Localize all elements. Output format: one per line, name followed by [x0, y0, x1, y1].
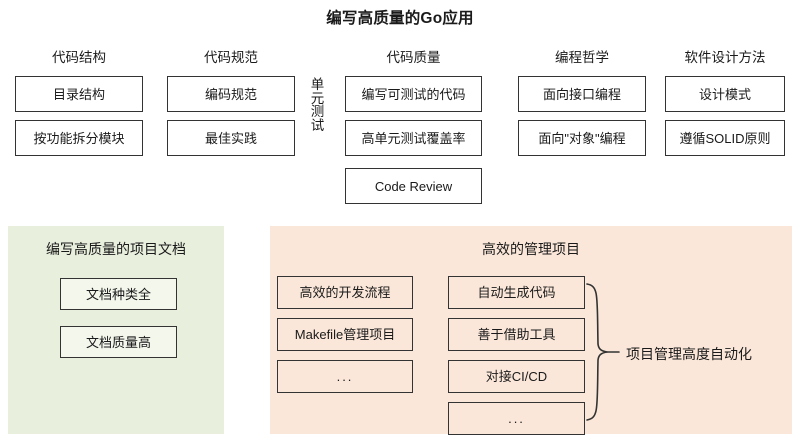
node-object-oriented-programming[interactable]: 面向"对象"编程 [518, 120, 646, 156]
side-label-unit-testing: 单元测试 [310, 77, 325, 133]
brace-label-high-automation: 项目管理高度自动化 [626, 346, 752, 362]
node-more-dev-process[interactable]: ... [277, 360, 413, 393]
node-code-review[interactable]: Code Review [345, 168, 482, 204]
node-coding-conventions[interactable]: 编码规范 [167, 76, 295, 112]
node-doc-types-complete[interactable]: 文档种类全 [60, 278, 177, 310]
column-header-software-design-methods: 软件设计方法 [684, 50, 766, 65]
node-write-testable-code[interactable]: 编写可测试的代码 [345, 76, 482, 112]
column-header-code-structure: 代码结构 [52, 50, 106, 65]
node-high-unit-test-coverage[interactable]: 高单元测试覆盖率 [345, 120, 482, 156]
node-directory-structure[interactable]: 目录结构 [15, 76, 143, 112]
node-doc-quality-high[interactable]: 文档质量高 [60, 326, 177, 358]
node-good-at-using-tools[interactable]: 善于借助工具 [448, 318, 585, 351]
node-design-patterns[interactable]: 设计模式 [665, 76, 785, 112]
node-split-modules-by-function[interactable]: 按功能拆分模块 [15, 120, 143, 156]
panel-title-project-documentation: 编写高质量的项目文档 [46, 241, 186, 257]
column-header-code-conventions: 代码规范 [204, 50, 258, 65]
column-header-programming-philosophy: 编程哲学 [555, 50, 609, 65]
node-follow-solid-principles[interactable]: 遵循SOLID原则 [665, 120, 785, 156]
node-efficient-dev-process[interactable]: 高效的开发流程 [277, 276, 413, 309]
node-auto-generate-code[interactable]: 自动生成代码 [448, 276, 585, 309]
node-makefile-project-management[interactable]: Makefile管理项目 [277, 318, 413, 351]
page-title: 编写高质量的Go应用 [326, 10, 474, 27]
node-interface-oriented-programming[interactable]: 面向接口编程 [518, 76, 646, 112]
panel-title-efficient-project-management: 高效的管理项目 [482, 241, 580, 257]
node-more-automation[interactable]: ... [448, 402, 585, 435]
column-header-code-quality: 代码质量 [386, 50, 441, 65]
node-best-practices[interactable]: 最佳实践 [167, 120, 295, 156]
node-integrate-ci-cd[interactable]: 对接CI/CD [448, 360, 585, 393]
